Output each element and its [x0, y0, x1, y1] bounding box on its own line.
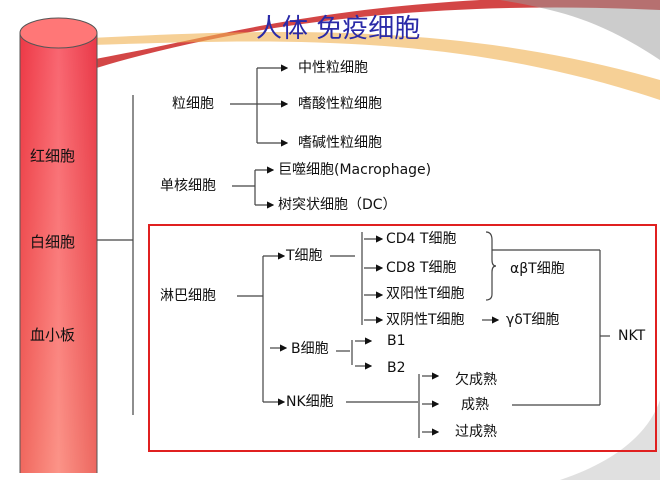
blood-white-cell: 白细胞	[30, 233, 76, 251]
nk-mature: 成熟	[461, 397, 489, 413]
nk-hypermature: 过成熟	[455, 424, 497, 440]
nk-cell-label: NK细胞	[286, 394, 334, 410]
decorative-swoosh	[90, 0, 660, 480]
nk-immature: 欠成熟	[455, 372, 497, 388]
b2-cell: B2	[387, 360, 406, 376]
lymphocyte-highlight-box	[148, 224, 657, 452]
dendritic-cell: 树突状细胞（DC）	[278, 197, 397, 213]
cd8-t-cell: CD8 T细胞	[386, 260, 457, 276]
granulocyte-label: 粒细胞	[172, 96, 214, 112]
double-negative-t-cell: 双阴性T细胞	[386, 312, 465, 328]
nkt-label: NKT	[618, 328, 646, 344]
alpha-beta-t-cell: αβT细胞	[510, 261, 565, 277]
t-cell-label: T细胞	[286, 248, 323, 264]
lymphocyte-label: 淋巴细胞	[160, 288, 216, 304]
monocyte-label: 单核细胞	[160, 178, 216, 194]
blood-red-cell: 红细胞	[30, 147, 76, 165]
eosinophil: 嗜酸性粒细胞	[298, 96, 382, 112]
cylinder	[19, 17, 98, 473]
b1-cell: B1	[387, 333, 406, 349]
blood-platelet: 血小板	[30, 326, 76, 344]
macrophage: 巨噬细胞(Macrophage)	[278, 162, 432, 178]
page-title: 人体 免疫细胞	[256, 14, 421, 44]
gamma-delta-t-cell: γδT细胞	[506, 312, 560, 328]
b-cell-label: B细胞	[291, 341, 329, 357]
double-positive-t-cell: 双阳性T细胞	[386, 286, 465, 302]
basophil: 嗜碱性粒细胞	[298, 135, 382, 151]
neutrophil: 中性粒细胞	[298, 60, 368, 76]
cd4-t-cell: CD4 T细胞	[386, 231, 457, 247]
